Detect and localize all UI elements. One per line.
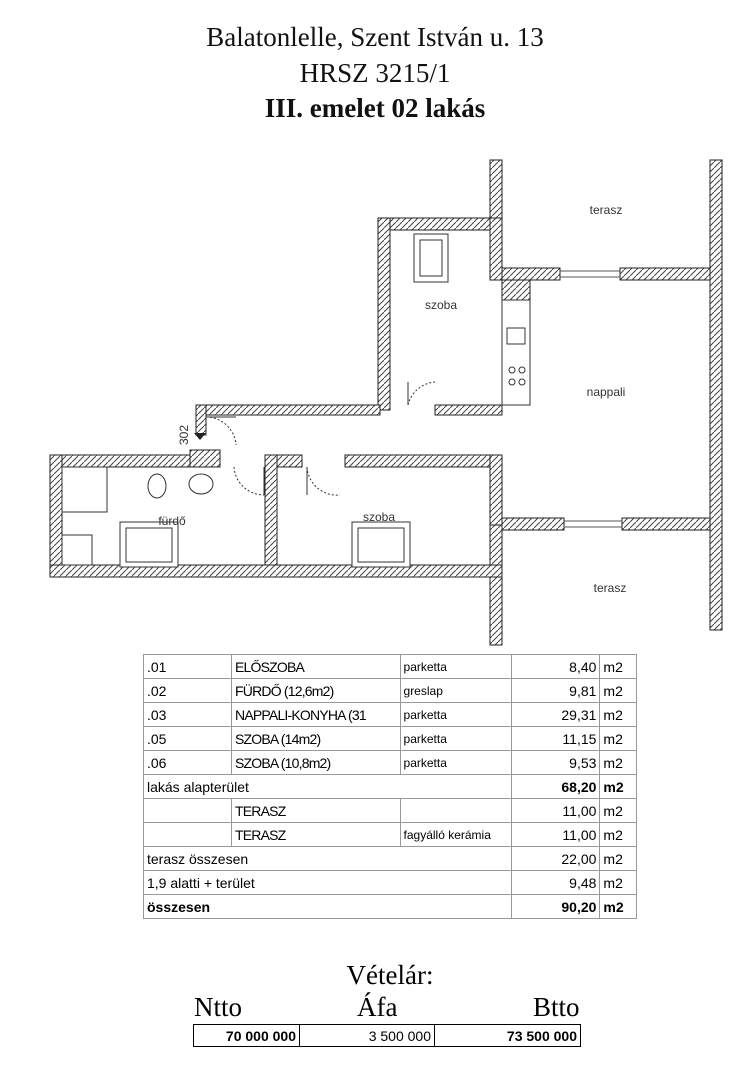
total-unit: m2 [599,894,637,919]
afa-label: Áfa [357,992,398,1022]
table-row-terasz-sum: terasz összesen 22,00 m2 [143,846,637,871]
label-terasz-bottom: terasz [594,581,627,595]
address-line: Balatonlelle, Szent István u. 13 [206,22,544,52]
table-row: .05 SZOBA (14m2) parketta 11,15 m2 [142,726,637,751]
label-nappali: nappali [587,385,626,399]
room-name: SZOBA (14m2) [231,726,401,751]
table-row: .06 SZOBA (10,8m2) parketta 9,53 m2 [142,750,637,775]
hrsz-line: HRSZ 3215/1 [299,58,451,88]
floor-plan: terasz szoba nappali fürdő szoba terasz … [49,159,723,646]
room-area: 11,15 [510,726,601,751]
btto-label: Btto [533,992,580,1022]
room-table: .01 ELŐSZOBA parketta 8,40 m2 .02 FÜRDŐ … [142,654,637,919]
price-row: 70 000 000 3 500 000 73 500 000 [193,1024,581,1047]
room-area: 29,31 [510,702,601,727]
terasz-name: TERASZ [231,822,401,847]
terasz-area: 11,00 [510,798,601,823]
height-marker-icon [194,433,206,440]
table-row: .02 FÜRDŐ (12,6m2) greslap 9,81 m2 [142,678,637,703]
lakas-label: lakás alapterület [143,774,512,799]
table-row: .01 ELŐSZOBA parketta 8,40 m2 [142,654,637,679]
low-unit: m2 [599,870,637,895]
room-floor: parketta [399,654,512,679]
table-row-terasz-1: TERASZ 11,00 m2 [142,798,637,823]
btto-value: 73 500 000 [434,1024,581,1047]
room-floor: greslap [399,678,512,703]
room-no: .01 [142,654,233,679]
total-area: 90,20 [510,894,601,919]
room-unit: m2 [599,750,637,775]
total-label: összesen [143,894,512,919]
room-unit: m2 [599,678,637,703]
terasz-floor [399,798,512,823]
table-row-terasz-2: TERASZ fagyálló kerámia 11,00 m2 [142,822,637,847]
label-height: 302 [177,425,191,445]
room-floor: parketta [399,750,512,775]
room-area: 9,53 [510,750,601,775]
room-unit: m2 [599,654,637,679]
empty-cell [142,822,233,847]
furniture [61,233,449,568]
room-name: FÜRDŐ (12,6m2) [231,678,401,703]
table-row: .03 NAPPALI-KONYHA (31 parketta 29,31 m2 [142,702,637,727]
lakas-area: 68,20 [510,774,601,799]
windows [560,270,622,528]
price-title: Vételár: [346,960,434,990]
terasz-unit: m2 [599,798,637,823]
room-name: SZOBA (10,8m2) [231,750,401,775]
room-floor: parketta [399,702,512,727]
room-unit: m2 [599,702,637,727]
room-area: 8,40 [510,654,601,679]
table-row-low: 1,9 alatti + terület 9,48 m2 [143,870,637,895]
walls [49,159,723,646]
label-furdo: fürdő [158,514,186,528]
label-szoba-mid: szoba [363,510,395,524]
price-table: 70 000 000 3 500 000 73 500 000 [193,1024,581,1047]
terasz-floor: fagyálló kerámia [399,822,512,847]
door-leaves [206,382,409,495]
afa-value: 3 500 000 [299,1024,435,1047]
low-area: 9,48 [510,870,601,895]
terasz-sum-area: 22,00 [510,846,601,871]
lakas-unit: m2 [599,774,637,799]
room-name: ELŐSZOBA [231,654,401,679]
terasz-sum-label: terasz összesen [143,846,512,871]
empty-cell [142,798,233,823]
room-no: .06 [142,750,233,775]
terasz-area: 11,00 [510,822,601,847]
label-szoba-top: szoba [425,298,457,312]
doors [205,381,436,496]
ntto-value: 70 000 000 [193,1024,300,1047]
room-name: NAPPALI-KONYHA (31 [231,702,401,727]
room-area: 9,81 [510,678,601,703]
terasz-sum-unit: m2 [599,846,637,871]
terasz-unit: m2 [599,822,637,847]
room-no: .05 [142,726,233,751]
label-terasz-top: terasz [590,203,623,217]
terasz-name: TERASZ [231,798,401,823]
kitchen-counter [501,299,531,406]
low-label: 1,9 alatti + terület [143,870,512,895]
room-no: .03 [142,702,233,727]
unit-title: III. emelet 02 lakás [264,93,486,123]
room-floor: parketta [399,726,512,751]
ntto-label: Ntto [194,992,243,1022]
table-row-total: összesen 90,20 m2 [143,894,637,919]
room-no: .02 [142,678,233,703]
table-row-lakas: lakás alapterület 68,20 m2 [143,774,637,799]
room-unit: m2 [599,726,637,751]
